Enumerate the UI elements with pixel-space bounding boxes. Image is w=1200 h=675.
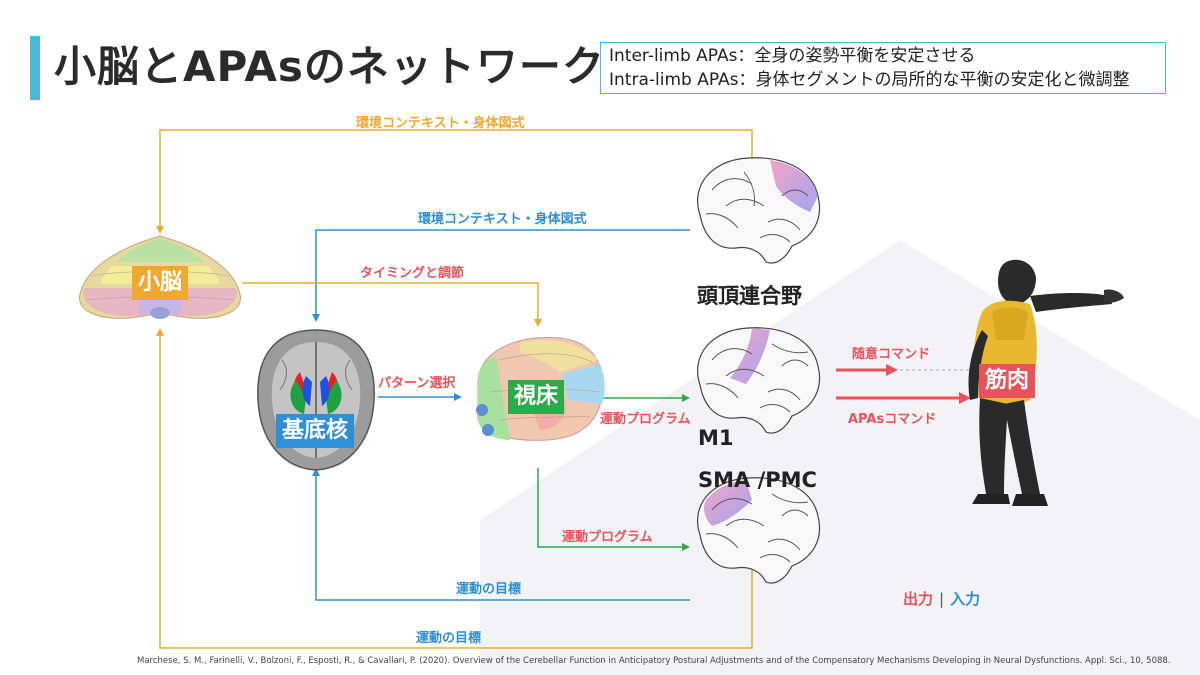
region-m1: M1 [698, 426, 734, 450]
label-voluntary: 随意コマンド [852, 347, 931, 362]
region-sma-pmc: SMA /PMC [698, 468, 817, 492]
legend-input: 入力 [950, 590, 981, 608]
label-pattern: パターン選択 [378, 376, 456, 391]
label-motor-prog-1: 運動プログラム [600, 412, 691, 427]
legend-output: 出力 [903, 590, 934, 608]
label-env-top: 環境コンテキスト・身体図式 [356, 116, 525, 131]
definition-inter: Inter-limb APAs：全身の姿勢平衡を安定させる [609, 46, 976, 66]
label-motor-prog-2: 運動プログラム [562, 530, 653, 545]
node-cerebellum: 小脳 [132, 266, 189, 300]
definitions-box: Inter-limb APAs：全身の姿勢平衡を安定させる Intra-limb… [600, 42, 1166, 94]
node-basal-ganglia: 基底核 [276, 414, 355, 448]
edge-goal-inner [312, 468, 690, 601]
edge-timing [242, 282, 542, 327]
label-goal-outer: 運動の目標 [416, 631, 482, 646]
label-env-mid: 環境コンテキスト・身体図式 [418, 212, 587, 227]
edge-goal-outer [156, 328, 753, 649]
page-title: 小脳とAPAsのネットワーク [54, 42, 605, 91]
node-thalamus: 視床 [508, 380, 565, 414]
citation: Marchese, S. M., Farinelli, V., Bolzoni,… [137, 656, 1171, 666]
legend-separator: | [939, 590, 945, 608]
title-accent-bar [30, 36, 40, 100]
legend: 出力 | 入力 [903, 588, 980, 609]
node-muscle: 筋肉 [979, 364, 1036, 398]
label-goal-inner: 運動の目標 [456, 582, 522, 597]
sma-brain-illustration [697, 477, 821, 584]
edge-env-mid [312, 229, 690, 322]
label-apas: APAsコマンド [848, 412, 937, 427]
region-parietal: 頭頂連合野 [697, 284, 802, 308]
label-timing: タイミングと調節 [360, 266, 465, 281]
edge-motor-prog-2 [537, 468, 690, 551]
parietal-brain-illustration [697, 157, 821, 264]
definition-intra: Intra-limb APAs：身体セグメントの局所的な平衡の安定化と微調整 [609, 70, 1130, 90]
m1-brain-illustration [697, 327, 821, 434]
gorilla-illustration [968, 259, 1124, 506]
basal-ganglia-illustration [257, 329, 375, 471]
